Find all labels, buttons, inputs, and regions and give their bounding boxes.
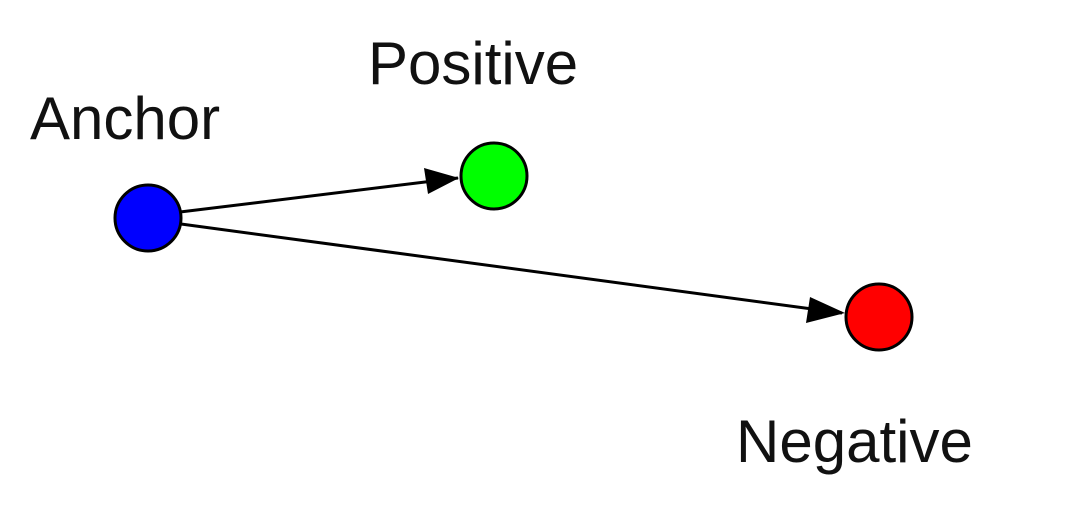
anchor-label: Anchor xyxy=(30,85,220,152)
anchor-node xyxy=(113,183,183,253)
negative-node xyxy=(844,282,914,352)
edge-anchor-to-positive xyxy=(179,176,459,214)
positive-label: Positive xyxy=(368,30,578,97)
arrowhead-negative xyxy=(806,297,845,323)
positive-node xyxy=(459,141,529,211)
arrowhead-positive xyxy=(424,168,459,194)
edge-anchor-to-negative xyxy=(180,222,843,315)
negative-label: Negative xyxy=(736,408,973,475)
